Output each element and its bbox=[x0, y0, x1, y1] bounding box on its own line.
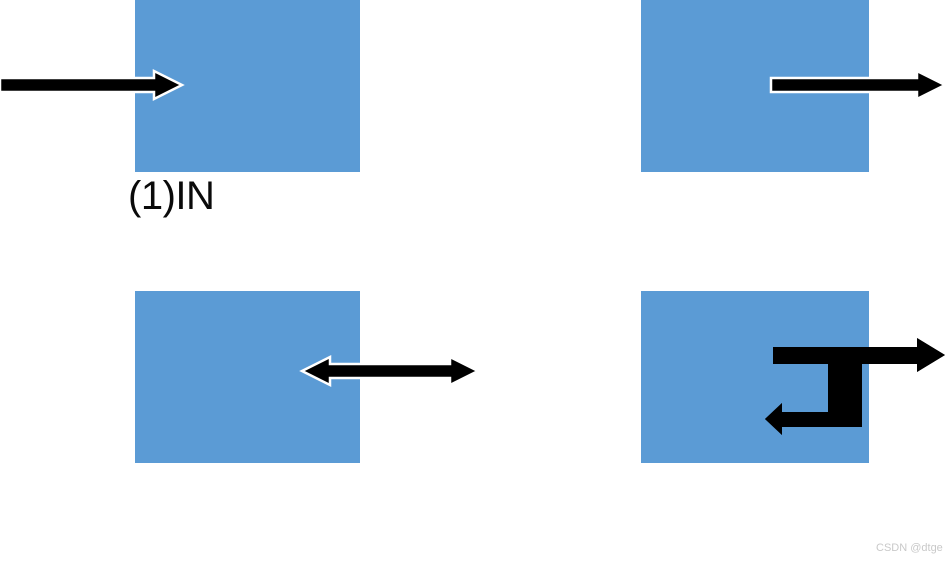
port-inout-graphic bbox=[135, 291, 481, 463]
buffer-top-bar bbox=[773, 338, 945, 372]
arrow-right-icon bbox=[0, 68, 185, 102]
caption-in: (1)IN bbox=[128, 174, 215, 218]
buffer-vertical-link bbox=[828, 347, 845, 427]
port-in-graphic bbox=[0, 0, 360, 172]
port-buffer-graphic bbox=[641, 291, 945, 463]
port-out-graphic bbox=[641, 0, 945, 172]
panel-in: (1)IN bbox=[0, 0, 420, 216]
csdn-watermark: CSDN @dtge bbox=[876, 542, 943, 554]
buffer-bottom-bar bbox=[765, 403, 845, 435]
panel-out: (2)OUT bbox=[600, 0, 945, 180]
panel-inout: (3)INOUT bbox=[0, 280, 500, 480]
arrow-left-right-icon bbox=[299, 354, 481, 388]
arrow-right-icon bbox=[769, 68, 945, 102]
panel-buffer: (4)BUFFER bbox=[600, 280, 945, 480]
